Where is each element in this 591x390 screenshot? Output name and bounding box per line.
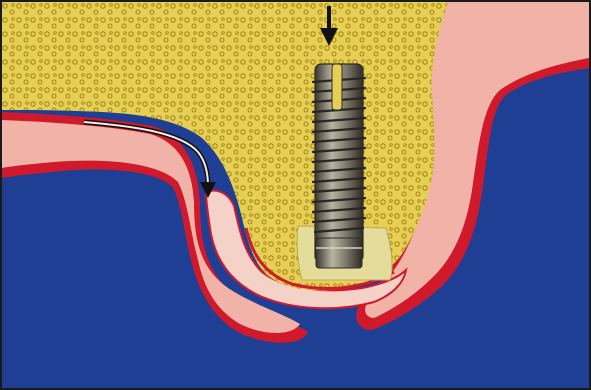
implant bbox=[312, 64, 366, 268]
implant-slot bbox=[332, 64, 342, 110]
implant-neck bbox=[316, 238, 362, 268]
